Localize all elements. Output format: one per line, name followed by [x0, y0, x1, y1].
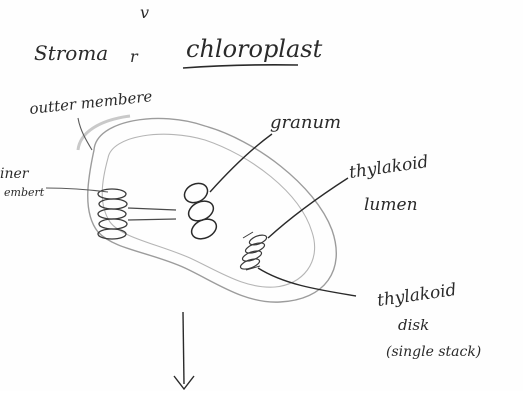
lumen-label-line2: lumen [364, 195, 418, 215]
stroma-label: Stroma [34, 41, 108, 65]
granum-pointer [210, 134, 272, 192]
lumen-pointer [268, 178, 348, 238]
thylakoid-disc [98, 209, 126, 219]
stroma-lamella [128, 219, 176, 220]
thylakoid-disc [98, 229, 126, 239]
thylakoid-disc [99, 219, 127, 229]
small-granum [239, 232, 268, 271]
title-chloroplast: chloroplast [186, 35, 323, 63]
title-underline [183, 65, 298, 68]
outer-membrane-label: outter membere [29, 87, 154, 118]
right-granum [181, 180, 219, 243]
inner-membrane-label-line2: embert [4, 186, 45, 199]
thylakoid-disc [181, 180, 210, 206]
inner-membrane [102, 134, 314, 287]
inner-membrane-label-line1: iner [0, 166, 30, 182]
down-arrow-shaft [183, 312, 184, 384]
granum-label: granum [270, 112, 341, 133]
disc-label-line3: (single stack) [386, 344, 481, 360]
stroma-lamella [128, 208, 176, 210]
arrow-word: r [130, 47, 139, 66]
outer-membrane [88, 118, 337, 302]
disc-pointer [258, 268, 356, 296]
inner-membrane-pointer [46, 188, 108, 192]
disc-label-line2: disk [398, 316, 429, 334]
top-mark: v [140, 3, 149, 22]
disc-label-line1: thylakoid [376, 280, 458, 311]
lumen-label-line1: thylakoid [348, 152, 430, 183]
